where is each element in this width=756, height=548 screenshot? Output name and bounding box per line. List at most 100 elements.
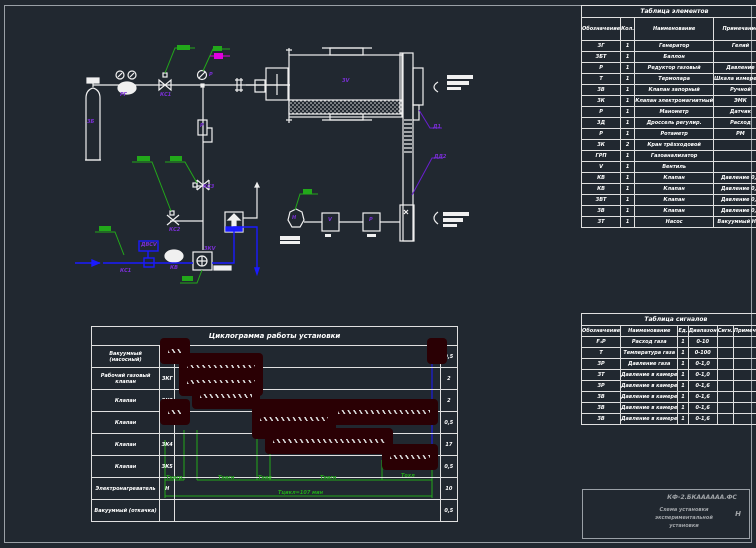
catalyst-bed	[288, 99, 403, 115]
signals-row-cell	[732, 336, 756, 348]
elements-header: Примечание	[713, 17, 756, 41]
interval-label: Тохл	[401, 473, 415, 479]
signals-row-cell	[732, 402, 756, 414]
label-tag-d2: ДД2	[434, 154, 447, 160]
signals-header: Сигн.	[716, 325, 734, 337]
elements-row-cell: Клапан запорный	[634, 84, 715, 96]
elements-row-cell: Давление	[713, 62, 756, 74]
elements-row-cell: ЗК	[580, 95, 622, 107]
elements-row-cell: Клапан электромагнитный	[634, 95, 715, 107]
elements-row-cell: Давление 0,6	[713, 172, 756, 184]
elements-row-cell	[713, 139, 756, 151]
elements-row-cell: Манометр	[634, 106, 715, 118]
signals-row-cell: Давление в камере	[620, 402, 679, 414]
signals-row-cell: 0-1,0	[687, 369, 718, 381]
label-rotameter: Р	[200, 123, 204, 129]
signals-row-cell	[732, 347, 756, 359]
signals-header: Обозначение	[580, 325, 622, 337]
cyclogram-cell: ЗК4	[159, 433, 176, 456]
cyclogram-table: Циклограмма работы установки Вакуумный (…	[90, 326, 459, 522]
cyclogram-cell: Рабочий газовый клапан	[90, 367, 161, 390]
coupling-icon	[254, 79, 266, 93]
signals-row-cell: Давление в камере	[620, 391, 679, 403]
cyclogram-cell: 2	[439, 367, 459, 390]
cyclogram-bar	[330, 399, 438, 425]
green-tags	[99, 45, 312, 281]
cyclogram-row: Вакуумный (насосный)0,5	[90, 345, 459, 368]
label-valve-in: КС1	[120, 268, 132, 274]
cyclogram-cell: 10	[439, 477, 459, 500]
signals-row-cell: ЗВ	[580, 413, 622, 425]
elements-row-cell: 1	[620, 95, 636, 107]
signals-row-cell: 1	[677, 336, 689, 348]
cyclogram-cell: Клапан	[90, 455, 161, 478]
signals-row-cell: Давление в камере	[620, 413, 679, 425]
elements-row-cell: Давление 0,6	[713, 194, 756, 206]
elements-row-cell: Дроссель регулир.	[634, 117, 715, 129]
leader-valve-1	[164, 47, 195, 74]
elements-row-cell: 1	[620, 216, 636, 228]
elements-row-cell: ЗТ	[580, 216, 622, 228]
elements-row-cell: 1	[620, 194, 636, 206]
elements-row-cell: Ротаметр	[634, 128, 715, 140]
label-compressor: КВ	[170, 265, 178, 271]
signals-header: Примечание	[732, 325, 756, 337]
signals-row-cell	[732, 369, 756, 381]
elements-row-cell: Клапан	[634, 205, 715, 217]
signals-row-cell: Расход газа	[620, 336, 679, 348]
elements-row-cell: ЗБТ	[580, 51, 622, 63]
cyclogram-cell: Клапан	[90, 389, 161, 412]
signals-row-cell: Давление газа	[620, 358, 679, 370]
elements-row-cell: ГРП	[580, 150, 622, 162]
elements-row-cell: Насос	[634, 216, 715, 228]
label-chamber: ЗV	[342, 78, 350, 84]
elements-row-cell: Редуктор газовый	[634, 62, 715, 74]
signals-row-cell: 0-10	[687, 336, 718, 348]
signals-row-cell: ЗТ	[580, 369, 622, 381]
cyclogram-cell	[174, 499, 441, 522]
signals-row-cell: 0-1,6	[687, 391, 718, 403]
leader-valve-low	[132, 161, 172, 212]
signals-row-cell	[716, 380, 734, 392]
cyclogram-cell: Клапан	[90, 411, 161, 434]
elements-row-cell: 1	[620, 62, 636, 74]
elements-row-cell: ЗВТ	[580, 194, 622, 206]
cyclogram-cell: 2	[439, 389, 459, 412]
signals-row-cell	[716, 336, 734, 348]
cyclogram-cell: 17	[439, 433, 459, 456]
signals-header: Ед.	[677, 325, 689, 337]
elements-row-cell: 1	[620, 40, 636, 52]
elements-row-cell: 1	[620, 106, 636, 118]
elements-header: Обозначение	[580, 17, 622, 41]
elements-row-cell: 1	[620, 161, 636, 173]
interval-label: Тнап	[258, 475, 272, 481]
signals-row-cell: 0-1,6	[687, 380, 718, 392]
signals-row-cell	[732, 391, 756, 403]
signals-row-cell	[716, 358, 734, 370]
label-flowmeter: ДВСV	[141, 242, 157, 248]
elements-row-cell: Расход	[713, 117, 756, 129]
signals-row-cell: Давление в камере	[620, 380, 679, 392]
signals-header: Диапазон	[687, 325, 718, 337]
elements-row-cell: Р	[580, 128, 622, 140]
label-valve-1: КС1	[160, 92, 172, 98]
reducer-gauge-right-icon	[127, 70, 137, 80]
cyclogram-cell: Клапан	[90, 433, 161, 456]
signals-row-cell: ЗР	[580, 358, 622, 370]
elements-row-cell: Вакуумный НВР	[713, 216, 756, 228]
label-valve-low: КС2	[169, 227, 181, 233]
elements-row-cell: КВ	[580, 172, 622, 184]
interval-label: Тнагн	[218, 475, 235, 481]
elements-row-cell: Ручной	[713, 84, 756, 96]
signals-row-cell: ЗВ	[580, 402, 622, 414]
